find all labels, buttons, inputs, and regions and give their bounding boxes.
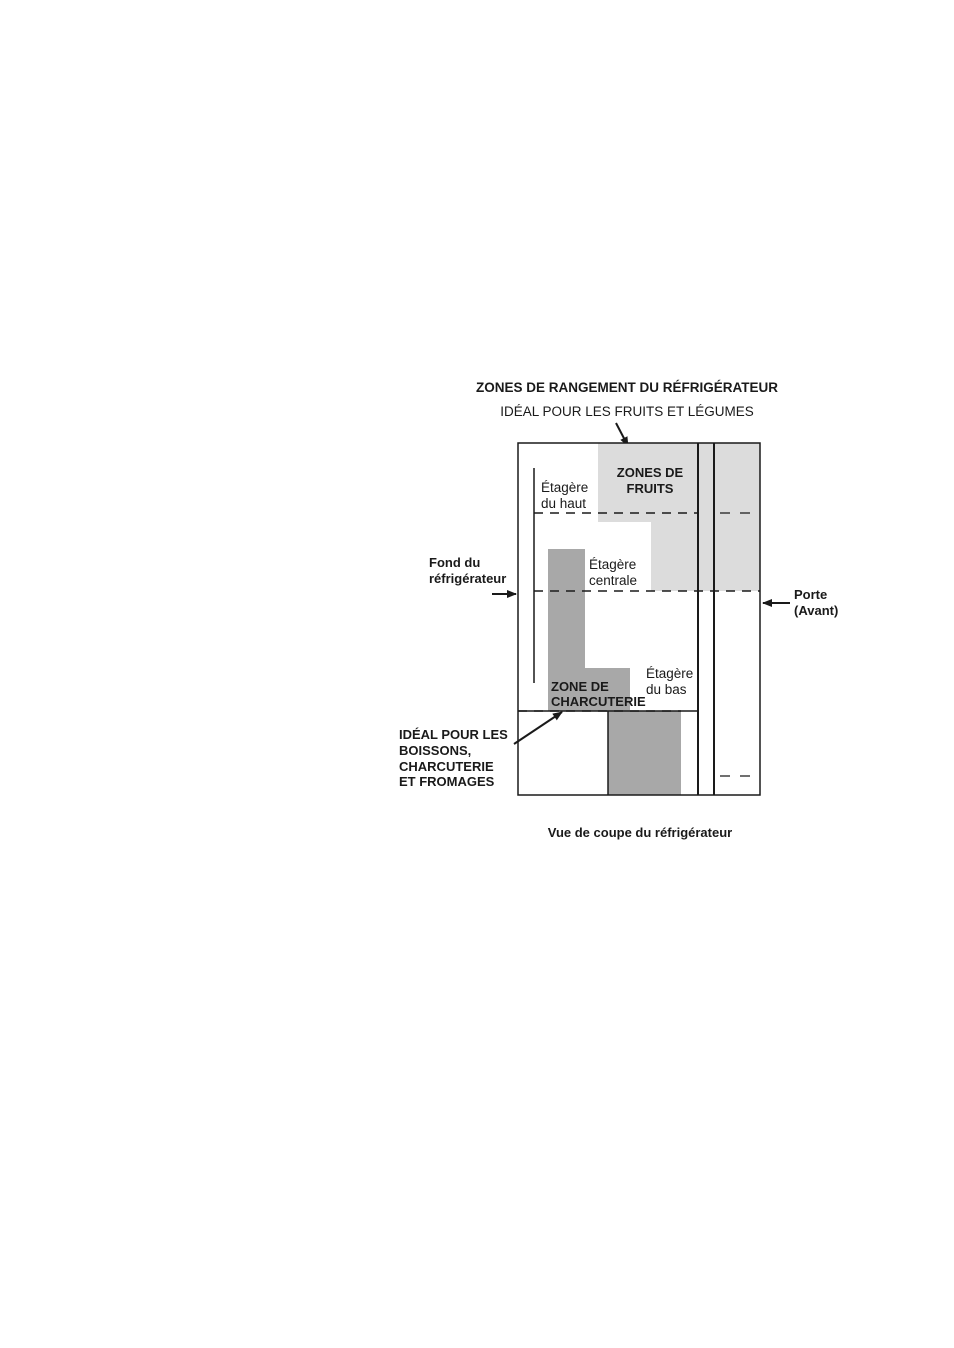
deli-zone-label-line2: CHARCUTERIE <box>551 694 646 709</box>
door-label-line2: (Avant) <box>794 603 838 618</box>
middle-shelf-label-line2: centrale <box>589 573 637 588</box>
drinks-label-line3: CHARCUTERIE <box>399 759 494 774</box>
middle-shelf-label-line1: Étagère <box>589 557 636 572</box>
drinks-label-line2: BOISSONS, <box>399 743 471 758</box>
fruit-zone <box>598 443 760 591</box>
bottom-shelf-label-line1: Étagère <box>646 666 693 681</box>
top-shelf-label-line1: Étagère <box>541 480 588 495</box>
drinks-label-line1: IDÉAL POUR LES <box>399 727 508 742</box>
subtitle-pointer-arrow <box>615 422 629 447</box>
bottom-shelf-label-line2: du bas <box>646 682 687 697</box>
fruit-zone-lower <box>651 520 760 591</box>
fruit-zone-label-line2: FRUITS <box>627 481 674 496</box>
back-label-line1: Fond du <box>429 555 480 570</box>
deli-zone <box>548 549 681 795</box>
deli-drawer <box>608 711 681 795</box>
door-label-line1: Porte <box>794 587 827 602</box>
diagram-title: ZONES DE RANGEMENT DU RÉFRIGÉRATEUR <box>476 380 778 395</box>
back-label-line2: réfrigérateur <box>429 571 506 586</box>
deli-zone-label-line1: ZONE DE <box>551 679 609 694</box>
fruit-zone-label-line1: ZONES DE <box>617 465 684 480</box>
diagram-subtitle: IDÉAL POUR LES FRUITS ET LÉGUMES <box>500 404 754 419</box>
deli-zone-step <box>548 668 630 711</box>
fridge-outline <box>517 442 761 796</box>
fruit-zone-upper <box>598 443 760 522</box>
drinks-pointer-arrow <box>513 711 563 745</box>
drinks-label-line4: ET FROMAGES <box>399 774 495 789</box>
diagram-caption: Vue de coupe du réfrigérateur <box>548 825 732 840</box>
top-shelf-label-line2: du haut <box>541 496 586 511</box>
